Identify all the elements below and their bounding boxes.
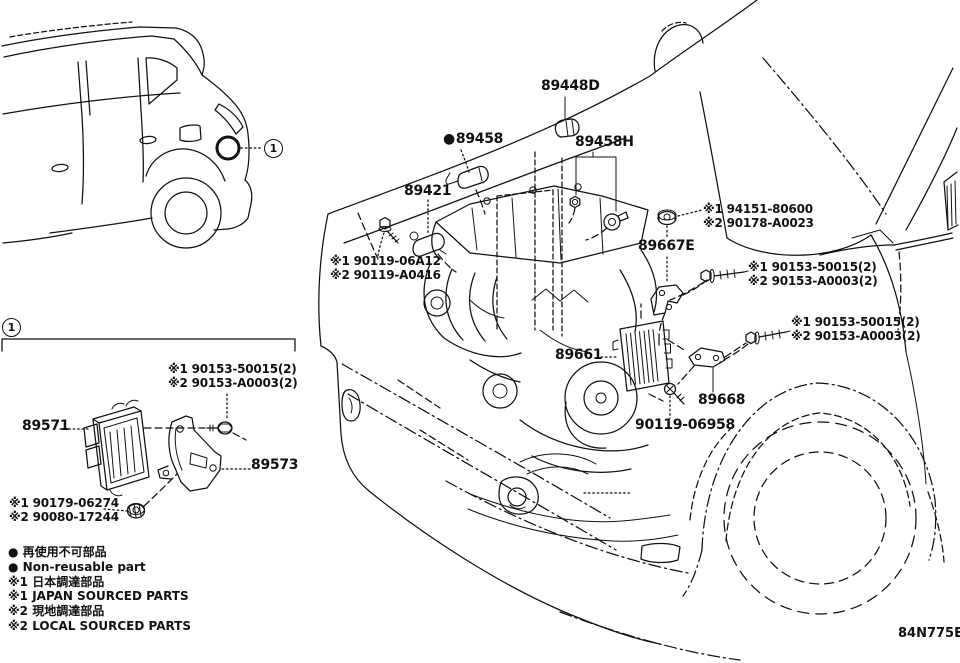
- part-label-89571: 89571: [22, 418, 70, 434]
- bolt-90153-upper-icon: [670, 270, 748, 301]
- note-line: ※1 90153-50015(2): [168, 362, 297, 376]
- callout-1-badge-car: 1: [264, 139, 283, 158]
- note-line: ※2 90178-A0023: [703, 215, 814, 230]
- part-label-89667e: 89667E: [638, 238, 695, 254]
- note-nut-94151: ※1 94151-80600 ※2 90178-A0023: [703, 202, 814, 231]
- bracket-89668-icon: [678, 343, 746, 392]
- note-line: ※2 90153-A0003(2): [168, 375, 298, 390]
- note-line: ※1 90153-50015(2): [748, 260, 877, 274]
- legend-japan-sourced-jp: ※1 日本調達部品: [8, 574, 105, 589]
- note-bolt-90153-upper: ※1 90153-50015(2) ※2 90153-A0003(2): [748, 260, 878, 289]
- note-line: ※2 90153-A0003(2): [791, 328, 921, 343]
- diagram-legend: ● 再使用不可部品 ● Non-reusable part ※1 日本調達部品 …: [8, 545, 191, 634]
- front-vehicle-drawing: [319, 0, 958, 660]
- inset-detail-drawing: [2, 339, 295, 518]
- note-inset-bolt-90153: ※1 90153-50015(2) ※2 90153-A0003(2): [168, 362, 298, 391]
- legend-non-reusable-en: ● Non-reusable part: [8, 559, 146, 574]
- sensor-89448d-icon: [555, 97, 579, 137]
- part-label-89661: 89661: [555, 347, 603, 363]
- figure-code: 84N775E: [898, 626, 960, 641]
- note-bolt-90153-lower: ※1 90153-50015(2) ※2 90153-A0003(2): [791, 315, 921, 344]
- part-number-89458: 89458: [455, 131, 504, 147]
- note-line: ※1 90153-50015(2): [791, 315, 920, 329]
- note-line: ※2 90080-17244: [9, 509, 119, 524]
- note-line: ※2 90119-A0416: [330, 267, 441, 282]
- note-line: ※2 90153-A0003(2): [748, 273, 878, 288]
- rear-car-inset-drawing: [2, 22, 261, 248]
- part-label-89573: 89573: [251, 457, 299, 473]
- note-line: ※1 90119-06A12: [330, 254, 441, 268]
- legend-non-reusable-jp: ● 再使用不可部品: [8, 545, 107, 559]
- legend-japan-sourced-en: ※1 JAPAN SOURCED PARTS: [8, 589, 189, 604]
- bolt-90119-06a12-icon: [378, 218, 399, 257]
- callout-1-badge-inset: 1: [2, 318, 21, 337]
- note-bolt-90119-06a12: ※1 90119-06A12 ※2 90119-A0416: [330, 254, 441, 283]
- part-label-89421: 89421: [404, 183, 452, 199]
- bracket-89667e-icon: [651, 280, 707, 346]
- part-label-89458: ●89458: [443, 132, 503, 147]
- sensor-set-89458h-icons: [569, 152, 628, 240]
- part-label-89668: 89668: [698, 392, 746, 408]
- nut-94151-icon: [658, 210, 702, 282]
- sensor-89421-icon: [410, 200, 456, 272]
- non-reusable-dot: ●: [443, 131, 455, 147]
- note-inset-nut-90179: ※1 90179-06274 ※2 90080-17244: [9, 496, 119, 525]
- part-label-90119-06958: 90119-06958: [635, 417, 735, 433]
- sensor-89458-icon: [446, 150, 488, 214]
- ecu-location-marker: [217, 137, 239, 159]
- bolt-90119-06958-icon: [665, 384, 685, 419]
- note-line: ※1 94151-80600: [703, 202, 813, 216]
- note-line: ※1 90179-06274: [9, 496, 119, 510]
- legend-local-sourced-jp: ※2 現地調達部品: [8, 604, 105, 619]
- part-label-89458h: 89458H: [575, 134, 634, 150]
- part-label-89448d: 89448D: [541, 78, 600, 94]
- engine-drawing: [358, 152, 656, 472]
- bolt-90153-lower-icon: [720, 330, 790, 362]
- legend-local-sourced-en: ※2 LOCAL SOURCED PARTS: [8, 618, 192, 633]
